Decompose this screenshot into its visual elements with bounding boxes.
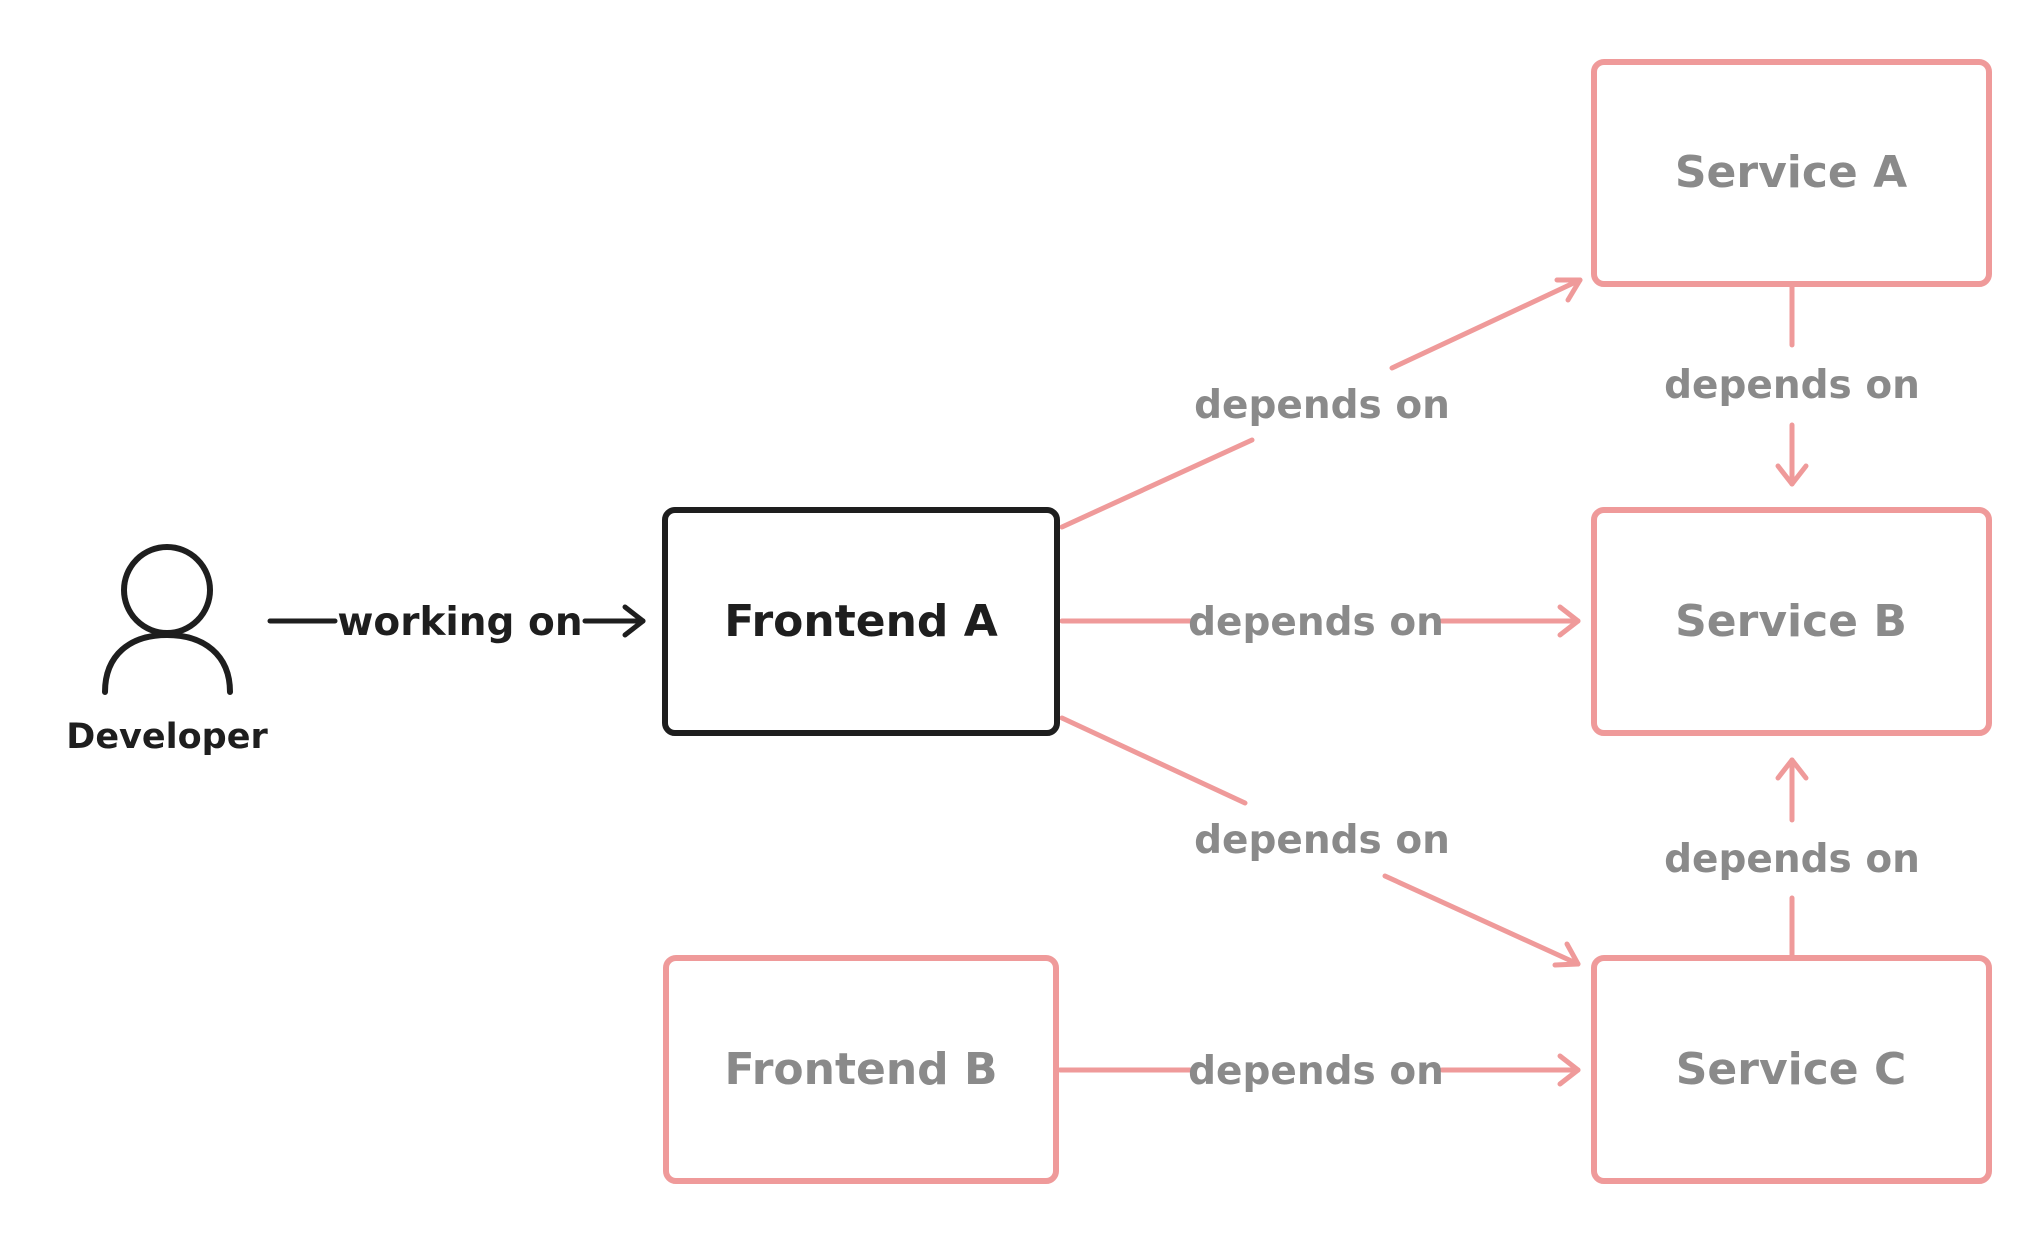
node-box	[1591, 955, 1992, 1184]
edge-label: depends on	[1664, 363, 1920, 408]
edge-service-c-to-service-b: depends on	[1664, 757, 1920, 961]
edge-frontend-a-to-service-a: depends on	[1059, 277, 1583, 530]
arrow-head-icon	[1557, 1053, 1581, 1087]
edge-label: working on	[337, 600, 582, 645]
edge-frontend-a-to-service-b: depends on	[1059, 600, 1581, 645]
edge-line	[1382, 873, 1581, 967]
edge-label: depends on	[1188, 600, 1444, 645]
edge-label: depends on	[1194, 818, 1450, 863]
node-label: Frontend B	[724, 1044, 997, 1095]
node-box	[662, 507, 1060, 736]
arrow-head-icon	[622, 604, 646, 638]
node-service-b[interactable]: Service B	[1591, 507, 1992, 736]
arrow-head-icon	[1554, 277, 1583, 303]
edge-line	[1059, 437, 1255, 530]
node-label: Service C	[1676, 1044, 1907, 1095]
node-frontend-b[interactable]: Frontend B	[663, 955, 1059, 1184]
edge-service-a-to-service-b: depends on	[1664, 282, 1920, 487]
edge-frontend-b-to-service-c: depends on	[1057, 1049, 1581, 1094]
node-label: Service A	[1675, 147, 1907, 198]
node-service-a[interactable]: Service A	[1591, 59, 1992, 287]
arrow-head-icon	[1557, 604, 1581, 638]
developer-actor: Developer	[66, 544, 268, 757]
edge-label: depends on	[1194, 383, 1450, 428]
edge-label: depends on	[1664, 837, 1920, 882]
arrow-head-icon	[1775, 757, 1809, 781]
node-box	[663, 955, 1059, 1184]
edge-line	[1389, 277, 1583, 371]
node-label: Frontend A	[724, 596, 998, 647]
node-label: Service B	[1675, 596, 1907, 647]
edge-label: depends on	[1188, 1049, 1444, 1094]
node-frontend-a[interactable]: Frontend A	[662, 507, 1060, 736]
node-box	[1591, 507, 1992, 736]
person-icon	[102, 544, 233, 695]
edge-frontend-a-to-service-c: depends on	[1059, 715, 1581, 968]
arrow-head-icon	[1775, 463, 1809, 487]
node-box	[1591, 59, 1992, 287]
edge-line	[1059, 715, 1248, 806]
arrow-head-icon	[1552, 941, 1581, 968]
developer-label: Developer	[66, 717, 268, 757]
edge-developer-to-frontend-a: working on	[267, 600, 646, 645]
node-service-c[interactable]: Service C	[1591, 955, 1992, 1184]
